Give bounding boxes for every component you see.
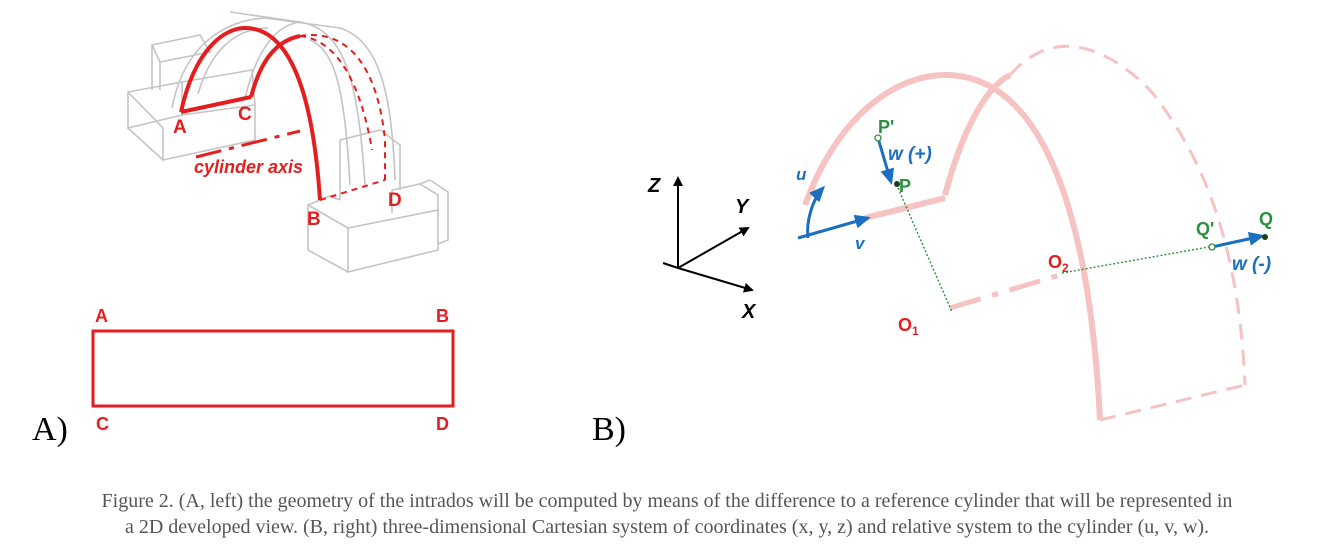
point-q-prime-label: Q'	[1196, 219, 1214, 239]
offset-w-negative-label: w (-)	[1232, 254, 1271, 275]
arch-red-lines	[179, 25, 386, 201]
vault-3d-sketch: A C B D cylinder axis	[127, 11, 449, 274]
axis-x-label: X	[741, 301, 757, 323]
axis-z-label: Z	[647, 175, 661, 197]
point-p-prime-marker	[874, 134, 882, 142]
flat-label-c: C	[96, 414, 109, 434]
figure-caption: Figure 2. (A, left) the geometry of the …	[0, 488, 1334, 540]
vault-label-d: D	[388, 190, 402, 211]
point-q-prime-marker	[1208, 243, 1216, 251]
flat-label-d: D	[436, 414, 449, 434]
construction-lines	[897, 187, 1266, 313]
figure-diagram: A C B D cylinder axis A B C D A) Z Y X	[32, 11, 1273, 448]
caption-line-2: a 2D developed view. (B, right) three-di…	[124, 516, 1210, 538]
vault-label-a: A	[173, 117, 187, 138]
arch-outline-gray	[171, 11, 396, 186]
axis-y-label: Y	[735, 196, 750, 218]
left-springer-block	[127, 34, 256, 162]
origin-o1-label: O1	[898, 315, 919, 338]
point-p-label: P	[899, 176, 911, 196]
local-axis-v-label: v	[855, 234, 866, 253]
point-q-marker	[1262, 234, 1268, 240]
developed-rectangle	[91, 329, 455, 408]
global-axes	[662, 176, 754, 293]
vault-label-b: B	[307, 209, 321, 230]
points	[874, 134, 1268, 251]
offset-w-positive-label: w (+)	[888, 144, 932, 165]
reference-cylinder	[802, 44, 1247, 422]
origin-o2-label: O2	[1048, 252, 1069, 275]
local-axis-u-label: u	[796, 165, 807, 184]
point-p-prime-label: P'	[878, 117, 894, 137]
right-springer-block	[307, 129, 449, 274]
point-p-marker	[894, 181, 900, 187]
flat-label-a: A	[95, 306, 108, 326]
vault-label-c: C	[238, 104, 252, 125]
point-q-label: Q	[1259, 209, 1273, 229]
panel-b-label: B)	[592, 411, 626, 448]
caption-line-1: Figure 2. (A, left) the geometry of the …	[101, 490, 1233, 512]
local-axes	[797, 137, 1265, 249]
cylinder-axis-label: cylinder axis	[194, 157, 303, 177]
flat-label-b: B	[436, 306, 449, 326]
panel-a-label: A)	[32, 411, 68, 448]
developed-view: A B C D	[91, 306, 455, 434]
